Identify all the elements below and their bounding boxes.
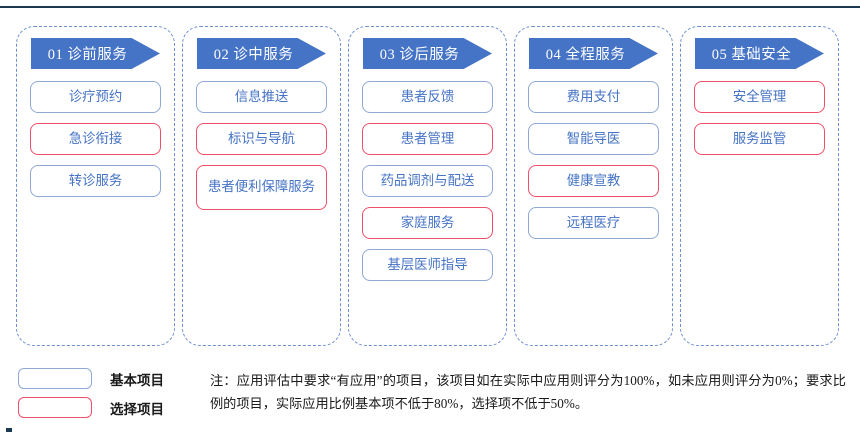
service-item-card[interactable]: 标识与导航 bbox=[196, 123, 327, 155]
legend-swatch-basic bbox=[18, 368, 92, 389]
service-item-card[interactable]: 远程医疗 bbox=[528, 207, 659, 239]
service-item-card[interactable]: 信息推送 bbox=[196, 81, 327, 113]
service-item-card[interactable]: 基层医师指导 bbox=[362, 249, 493, 281]
column-banner-label: 05 基础安全 bbox=[711, 47, 792, 63]
column-banner-label: 03 诊后服务 bbox=[379, 47, 460, 63]
arrow-chevron-icon bbox=[695, 38, 824, 69]
column-banner-2: 02 诊中服务 bbox=[197, 38, 326, 69]
legend-item-basic: 基本项目 bbox=[18, 368, 203, 389]
service-column-4: 04 全程服务费用支付智能导医健康宣教远程医疗 bbox=[514, 26, 673, 346]
service-item-card[interactable]: 费用支付 bbox=[528, 81, 659, 113]
column-banner-label: 01 诊前服务 bbox=[47, 47, 128, 63]
service-item-card[interactable]: 急诊衔接 bbox=[30, 123, 161, 155]
service-column-1: 01 诊前服务诊疗预约急诊衔接转诊服务 bbox=[16, 26, 175, 346]
service-item-card[interactable]: 转诊服务 bbox=[30, 165, 161, 197]
column-banner-3: 03 诊后服务 bbox=[363, 38, 492, 69]
service-item-card[interactable]: 服务监管 bbox=[694, 123, 825, 155]
service-column-3: 03 诊后服务患者反馈患者管理药品调剂与配送家庭服务基层医师指导 bbox=[348, 26, 507, 346]
service-column-5: 05 基础安全安全管理服务监管 bbox=[680, 26, 839, 346]
column-banner-5: 05 基础安全 bbox=[695, 38, 824, 69]
legend-swatch-optional bbox=[18, 397, 92, 418]
service-item-card[interactable]: 智能导医 bbox=[528, 123, 659, 155]
arrow-chevron-icon bbox=[197, 38, 326, 69]
service-item-card[interactable]: 安全管理 bbox=[694, 81, 825, 113]
service-item-card[interactable]: 药品调剂与配送 bbox=[362, 165, 493, 197]
arrow-chevron-icon bbox=[31, 38, 160, 69]
service-item-card[interactable]: 患者反馈 bbox=[362, 81, 493, 113]
legend-label-basic: 基本项目 bbox=[110, 372, 164, 388]
service-column-2: 02 诊中服务信息推送标识与导航患者便利保障服务 bbox=[182, 26, 341, 346]
arrow-chevron-icon bbox=[529, 38, 658, 69]
legend-item-optional: 选择项目 bbox=[18, 397, 203, 418]
column-banner-label: 02 诊中服务 bbox=[213, 47, 294, 63]
bottom-left-marker bbox=[6, 428, 12, 432]
column-banner-label: 04 全程服务 bbox=[545, 47, 626, 63]
legend-label-optional: 选择项目 bbox=[110, 401, 164, 417]
column-banner-1: 01 诊前服务 bbox=[31, 38, 160, 69]
service-item-card[interactable]: 诊疗预约 bbox=[30, 81, 161, 113]
service-item-card[interactable]: 患者便利保障服务 bbox=[196, 165, 327, 210]
legend: 基本项目 选择项目 bbox=[18, 368, 203, 426]
service-item-card[interactable]: 患者管理 bbox=[362, 123, 493, 155]
service-item-card[interactable]: 家庭服务 bbox=[362, 207, 493, 239]
footnote-text: 注：应用评估中要求“有应用”的项目，该项目如在实际中应用则评分为100%，如未应… bbox=[210, 373, 846, 411]
service-item-card[interactable]: 健康宣教 bbox=[528, 165, 659, 197]
top-divider-rule bbox=[0, 6, 860, 8]
arrow-chevron-icon bbox=[363, 38, 492, 69]
column-banner-4: 04 全程服务 bbox=[529, 38, 658, 69]
